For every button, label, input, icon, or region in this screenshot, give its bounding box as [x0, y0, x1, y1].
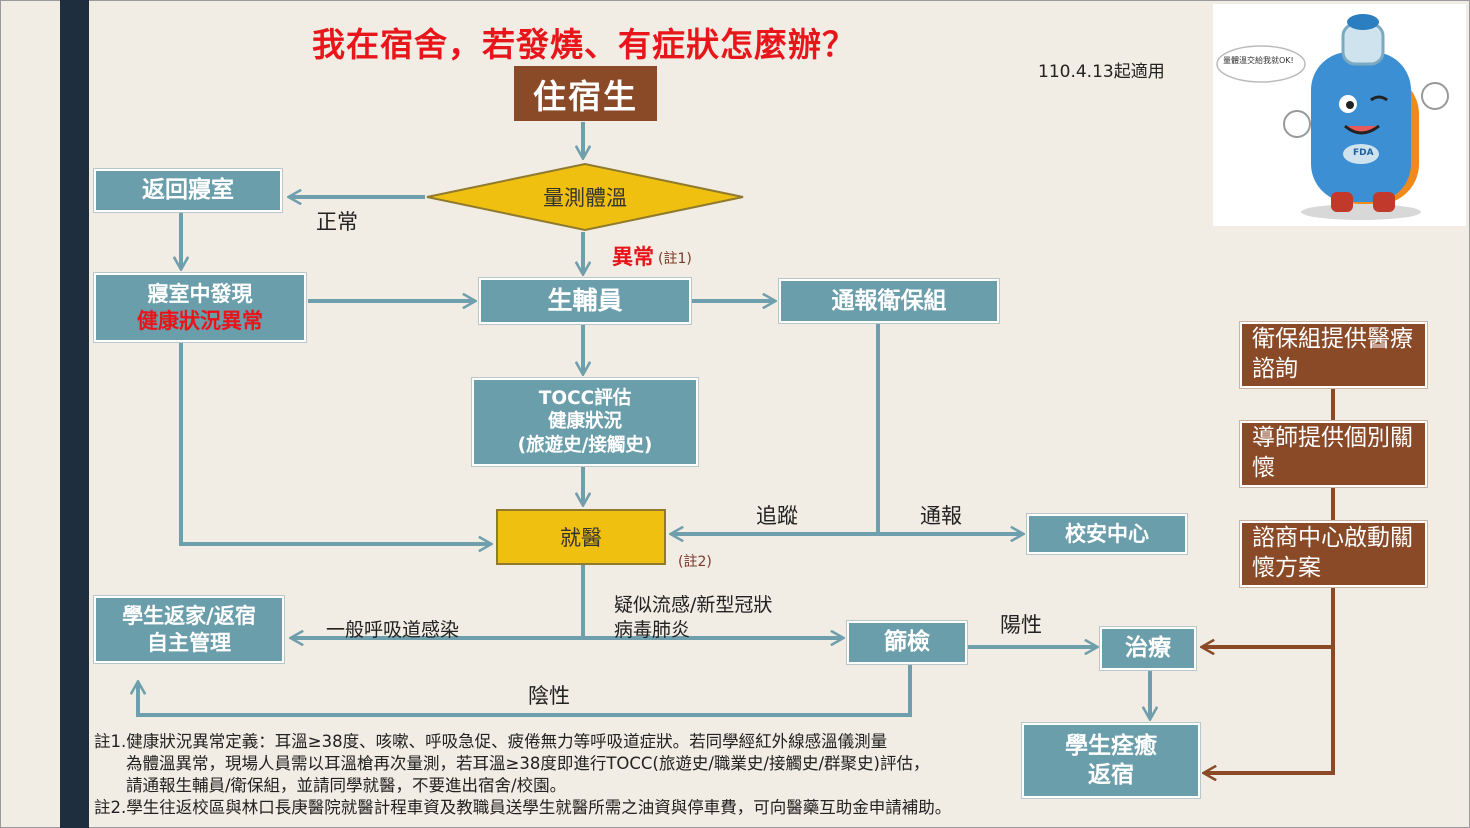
resident-node: 住宿生 [514, 66, 657, 121]
recovered-line2: 返宿 [1088, 761, 1134, 788]
return-home-node: 學生返家/返宿 自主管理 [94, 596, 284, 663]
edge-label-positive: 陽性 [1000, 613, 1042, 637]
return-room-label: 返回寢室 [142, 177, 234, 204]
measure-temp-label: 量測體溫 [543, 186, 627, 210]
return-room-node: 返回寢室 [94, 169, 282, 212]
support-tutor-care-label: 導師提供個別關懷 [1252, 425, 1413, 481]
support-tutor-care: 導師提供個別關懷 [1240, 421, 1427, 487]
mascot-image: 量體溫交給我就OK! FDA [1213, 4, 1466, 226]
edge-label-abnormal: 異常 [612, 245, 654, 269]
room-found-line1: 寢室中發現 [147, 282, 253, 307]
report-health-label: 通報衛保組 [831, 287, 947, 314]
edge-label-report: 通報 [920, 504, 962, 528]
room-found-node: 寢室中發現 健康狀況異常 [94, 273, 306, 342]
support-counseling-plan: 諮商中心啟動關懷方案 [1240, 521, 1427, 587]
footnote-2: 註2.學生往返校區與林口長庚醫院就醫計程車資及教職員送學生就醫所需之油資與停車費… [94, 798, 952, 817]
return-home-line2: 自主管理 [147, 630, 231, 655]
tocc-line2: 健康狀況 [547, 411, 622, 433]
report-health-node: 通報衛保組 [779, 279, 999, 323]
recovered-node: 學生痊癒 返宿 [1022, 723, 1200, 798]
edge-label-suspected-2: 病毒肺炎 [614, 619, 691, 641]
footnote-1-line3: 請通報生輔員/衛保組，並請同學就醫，不要進出宿舍/校園。 [126, 776, 567, 795]
effective-date: 110.4.13起適用 [1038, 62, 1165, 82]
decision-diamond [426, 162, 744, 232]
treatment-label: 治療 [1125, 635, 1171, 662]
edge-label-suspected-1: 疑似流感/新型冠狀 [614, 594, 773, 616]
screening-node: 篩檢 [847, 621, 967, 664]
mascot-speech: 量體溫交給我就OK! [1223, 56, 1294, 65]
page-title: 我在宿舍，若發燒、有症狀怎麼辦？ [312, 25, 856, 64]
tocc-line3: (旅遊史/接觸史) [517, 434, 653, 456]
edge-label-note2: (註2) [678, 554, 712, 570]
room-found-line2: 健康狀況異常 [137, 308, 263, 333]
recovered-line1: 學生痊癒 [1065, 732, 1157, 759]
tocc-line1: TOCC評估 [538, 388, 632, 410]
screening-label: 篩檢 [884, 629, 930, 656]
treatment-node: 治療 [1100, 627, 1196, 670]
see-doctor-label: 就醫 [560, 526, 602, 550]
see-doctor-node: 就醫 [496, 509, 666, 565]
support-counseling-plan-label: 諮商中心啟動關懷方案 [1252, 525, 1413, 581]
resident-label: 住宿生 [533, 76, 638, 116]
support-chain-line [1205, 388, 1335, 773]
sidebar-stripe [60, 0, 89, 828]
thermometer-mascot-icon [1216, 14, 1449, 220]
life-counselor-label: 生輔員 [547, 286, 623, 316]
edge-label-track: 追蹤 [756, 504, 798, 528]
edge-label-negative: 陰性 [528, 684, 570, 708]
life-counselor-node: 生輔員 [479, 278, 691, 324]
arrow-roomfound-to-doctor [179, 342, 490, 544]
edge-label-respiratory: 一般呼吸道感染 [326, 619, 460, 641]
arrow-negative-to-home [138, 664, 912, 717]
support-health-consult-label: 衛保組提供醫療諮詢 [1252, 326, 1413, 382]
campus-security-node: 校安中心 [1027, 514, 1187, 554]
measure-temp-node: 量測體溫 [425, 162, 745, 232]
mascot-badge: FDA [1353, 148, 1374, 158]
support-health-consult: 衛保組提供醫療諮詢 [1240, 322, 1427, 388]
return-home-line1: 學生返家/返宿 [122, 604, 256, 629]
tocc-node: TOCC評估 健康狀況 (旅遊史/接觸史) [472, 378, 698, 466]
edge-label-note1: (註1) [658, 251, 692, 267]
edge-label-normal: 正常 [316, 210, 358, 234]
footnote-1-line2: 為體溫異常，現場人員需以耳溫槍再次量測，若耳溫≥38度即進行TOCC(旅遊史/職… [126, 754, 930, 773]
footnote-1-line1: 註1.健康狀況異常定義：耳溫≥38度、咳嗽、呼吸急促、疲倦無力等呼吸道症狀。若同… [94, 732, 888, 751]
campus-security-label: 校安中心 [1065, 521, 1149, 546]
